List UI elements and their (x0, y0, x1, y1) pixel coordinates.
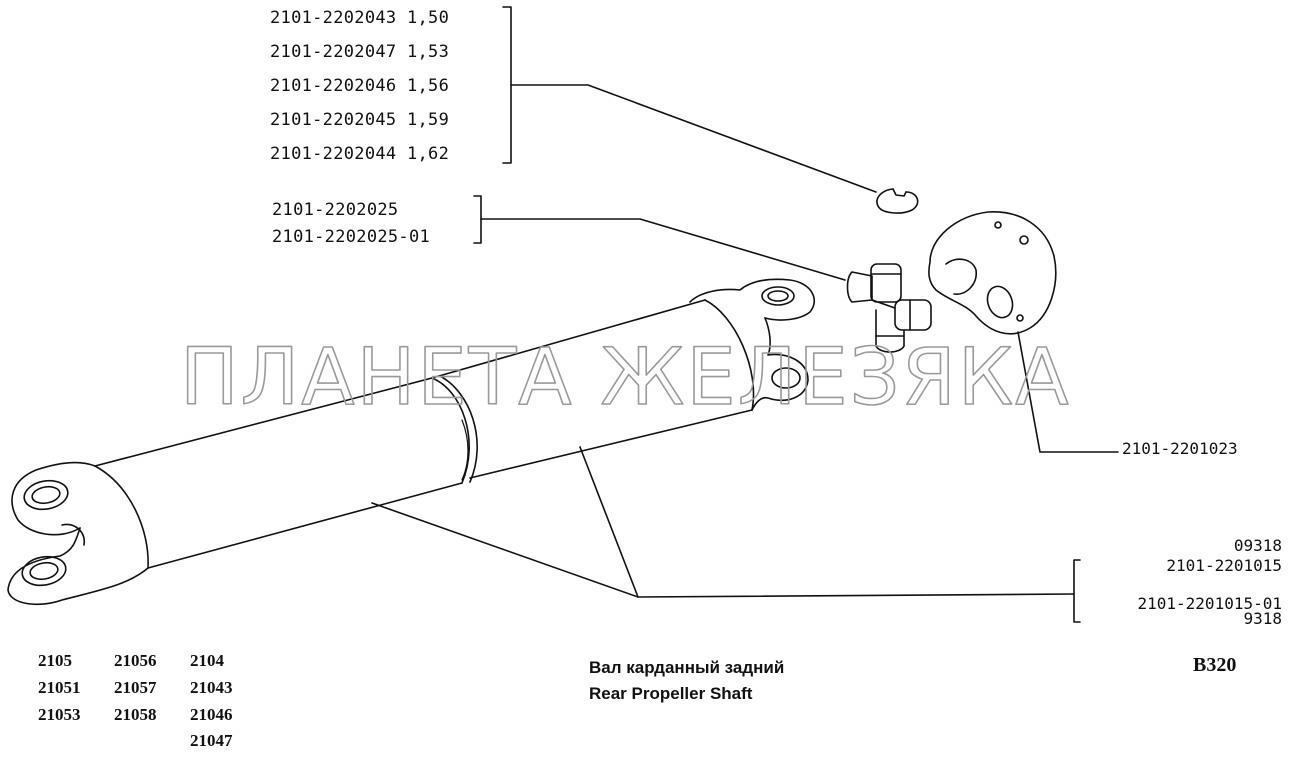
circlip-size-1: 1,50 (406, 8, 450, 28)
flange (928, 211, 1057, 335)
model-col3-4: 21047 (190, 731, 233, 750)
watermark: ПЛАНЕТА ЖЕЛЕЗЯКА (180, 333, 1071, 423)
universal-joint-spider (846, 263, 932, 353)
title-ru: Вал карданный задний (589, 658, 785, 677)
model-col3-1: 2104 (190, 651, 224, 670)
model-col2-3: 21058 (114, 705, 157, 724)
diagram-code: B320 (1193, 654, 1237, 676)
model-col1-1: 2105 (38, 651, 72, 670)
shaft-part-1: 09318 (1233, 536, 1282, 555)
circlip-part-2: 2101-2202047 (270, 42, 397, 62)
model-col1-3: 21053 (38, 705, 81, 724)
flange-part: 2101-2201023 (1122, 439, 1238, 458)
spider-bracket (473, 195, 846, 281)
model-col3-2: 21043 (190, 678, 233, 697)
rear-yoke (689, 278, 815, 411)
circlip-part-1: 2101-2202043 (270, 8, 397, 28)
model-col3-3: 21046 (190, 705, 233, 724)
title-en: Rear Propeller Shaft (589, 684, 753, 703)
circlip-size-3: 1,56 (406, 76, 450, 96)
spider-part-2: 2101-2202025-01 (272, 227, 431, 247)
circlip-bracket (502, 6, 877, 193)
circlip-part-3: 2101-2202046 (270, 76, 397, 96)
model-col2-2: 21057 (114, 678, 157, 697)
flange-leader (1017, 331, 1119, 453)
shaft-bracket (371, 446, 1081, 623)
shaft-rear-section (431, 299, 755, 479)
shaft-tube (94, 375, 478, 569)
circlip-size-5: 1,62 (406, 144, 450, 164)
spider-part-1: 2101-2202025 (272, 200, 399, 220)
circlip-part-5: 2101-2202044 (270, 144, 397, 164)
front-yoke (7, 461, 149, 606)
circlip (876, 188, 919, 214)
shaft-part-3: 2101-2201015-01 (1137, 594, 1283, 613)
model-col1-2: 21051 (38, 678, 81, 697)
circlip-size-2: 1,53 (406, 42, 450, 62)
circlip-size-4: 1,59 (406, 110, 450, 130)
circlip-part-4: 2101-2202045 (270, 110, 397, 130)
shaft-part-4: 9318 (1243, 609, 1282, 628)
model-col2-1: 21056 (114, 651, 157, 670)
shaft-part-2: 2101-2201015 (1166, 556, 1282, 575)
